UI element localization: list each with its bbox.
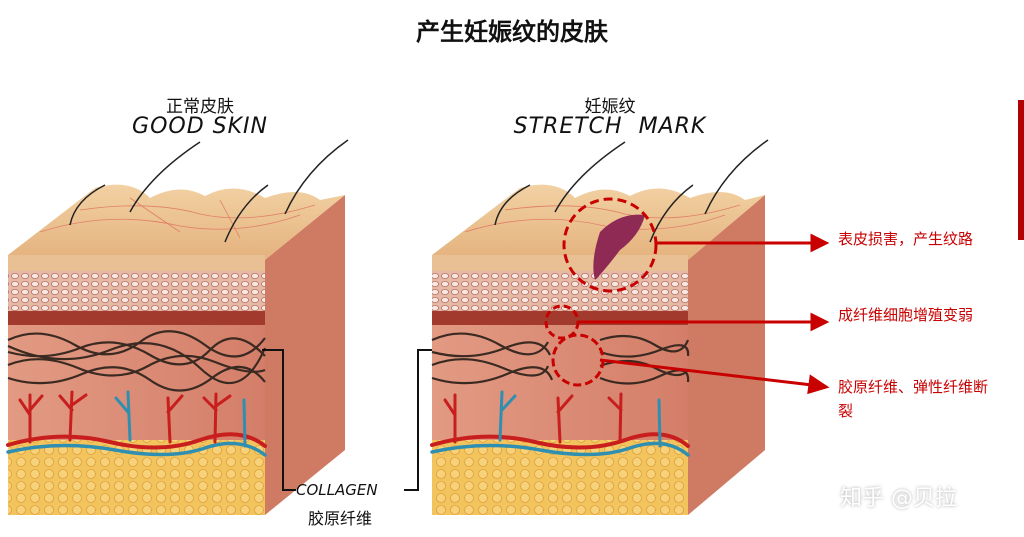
stretch-mark-side <box>688 195 765 515</box>
good-skin-epidermis <box>8 255 265 271</box>
good-skin-hairs <box>69 139 349 243</box>
good-skin-label-en: GOOD SKIN <box>132 114 268 139</box>
good-skin-fat <box>8 440 265 515</box>
stretch-mark-collagen-fibers <box>431 332 690 385</box>
good-skin-block <box>6 139 349 515</box>
stretch-mark-surface <box>432 184 765 260</box>
epidermis-damage-circle <box>562 197 658 293</box>
stretch-mark-block <box>430 139 769 515</box>
edge-bar <box>1018 100 1024 240</box>
good-skin-label-cn: 正常皮肤 <box>166 97 234 117</box>
collagen-bracket-left <box>262 349 296 491</box>
good-skin-vessels <box>6 390 267 457</box>
page-title: 产生妊娠纹的皮肤 <box>416 18 608 46</box>
stretch-mark-label-cn: 妊娠纹 <box>584 97 636 117</box>
good-skin-side <box>265 195 345 515</box>
collagen-label-cn: 胶原纤维 <box>308 509 373 528</box>
annotation-arrows <box>578 233 830 395</box>
collagen-bracket-right <box>404 349 432 491</box>
good-skin-cell-layer <box>8 271 265 311</box>
annotation-fiber-break: 胶原纤维、弹性纤维断 <box>838 378 989 396</box>
stretch-mark-label-en: STRETCH MARK <box>513 114 707 139</box>
good-skin-collagen-fibers <box>7 330 267 392</box>
annotation-fiber-break-cont: 裂 <box>838 402 854 420</box>
annotation-epidermis-damage: 表皮损害，产生纹路 <box>838 230 974 248</box>
good-skin-surface <box>8 184 345 260</box>
stretch-mark-lesion <box>593 214 645 280</box>
stretch-mark-hairs <box>494 139 769 243</box>
collagen-label-en: COLLAGEN <box>296 481 378 499</box>
watermark: 知乎 @贝拉 <box>840 486 957 511</box>
annotation-fibroblast: 成纤维细胞增殖变弱 <box>838 306 974 324</box>
stretch-mark-vessels <box>430 390 690 457</box>
